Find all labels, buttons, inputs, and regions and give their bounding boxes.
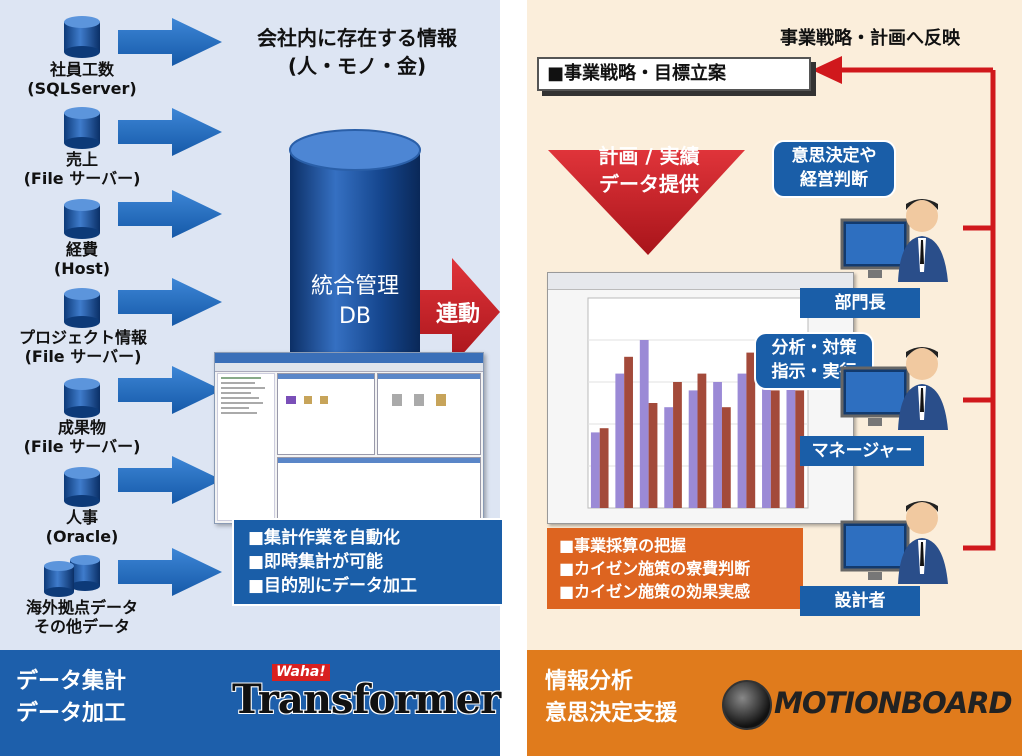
flow-pane <box>377 373 481 455</box>
chart-bar <box>762 365 771 508</box>
chart-bar <box>639 340 649 508</box>
chart-bar <box>624 356 633 508</box>
bar-chart <box>587 297 809 509</box>
left-footer-line1: データ集計 <box>16 669 127 694</box>
right-footer-line2: 意思決定支援 <box>545 701 678 726</box>
person-at-monitor-icon <box>840 347 948 430</box>
plan-arrow-line2: データ提供 <box>599 172 699 196</box>
source-label: 経費 (Host) <box>53 240 111 278</box>
database-icon <box>64 467 100 507</box>
chart-bar <box>615 373 625 508</box>
link-label: 連動 <box>436 302 481 327</box>
plan-arrow-line1: 計画 / 実績 <box>598 144 700 168</box>
role-label: 部門長 <box>800 288 920 318</box>
source-label: プロジェクト情報 (File サーバー) <box>18 328 147 366</box>
chart-bar <box>673 382 682 508</box>
chart-bar <box>648 403 658 508</box>
feature-item: ■事業採算の把握 <box>559 536 687 555</box>
feature-item: ■集計作業を自動化 <box>248 528 401 548</box>
right-footer <box>527 650 1022 756</box>
bubble-line1: 分析・対策 <box>771 338 857 358</box>
database-cluster-icon <box>44 555 100 597</box>
strategy-reflect-label: 事業戦略・計画へ反映 <box>780 28 960 49</box>
left-footer-title: データ集計 データ加工 <box>16 666 126 730</box>
feedback-arrowhead <box>812 56 842 84</box>
chart-bar <box>746 352 756 508</box>
chart-bar <box>688 390 698 508</box>
source-arrows <box>118 18 222 596</box>
speech-bubble: 意思決定や 経営判断 <box>772 140 896 198</box>
source-label: 海外拠点データ その他データ <box>25 598 138 636</box>
chart-bar <box>795 390 805 508</box>
chart-bar <box>599 428 609 508</box>
db-label-line2: DB <box>338 304 372 329</box>
right-footer-line1: 情報分析 <box>545 669 634 694</box>
chart-bar <box>786 373 796 508</box>
chart-bar <box>721 407 731 508</box>
chart-bar <box>590 432 600 508</box>
person-at-monitor-icon <box>840 199 948 282</box>
motionboard-logo-text: MOTIONBOARD <box>774 686 1013 720</box>
database-icon <box>64 288 100 328</box>
role-label: 設計者 <box>800 586 920 616</box>
source-label: 売上 (File サーバー) <box>23 150 141 188</box>
window-toolbar <box>215 363 483 372</box>
plan-arrow-label: 計画 / 実績 データ提供 <box>590 142 708 198</box>
flow-pane <box>277 373 375 455</box>
logo-big-text: Transformer <box>232 676 501 723</box>
transformer-logo: Waha! Transformer <box>232 664 501 734</box>
role-label: マネージャー <box>800 436 924 466</box>
transformer-window <box>214 352 484 524</box>
logo-small-text: Waha! <box>272 664 330 681</box>
chart-bar <box>770 390 780 508</box>
left-footer <box>0 650 500 756</box>
motionboard-logo-icon <box>722 680 772 730</box>
database-icon <box>64 378 100 418</box>
feature-item: ■カイゼン施策の効果実感 <box>559 582 751 601</box>
source-label: 人事 (Oracle) <box>45 508 119 546</box>
feature-item: ■目的別にデータ加工 <box>248 576 418 596</box>
company-info-line2: (人・モノ・金) <box>287 54 427 78</box>
right-feature-box: ■事業採算の把握 ■カイゼン施策の寮費判断 ■カイゼン施策の効果実感 <box>547 528 803 609</box>
right-footer-title: 情報分析 意思決定支援 <box>545 666 677 730</box>
chart-bar <box>713 382 722 508</box>
database-icon <box>64 199 100 239</box>
company-info: 会社内に存在する情報 (人・モノ・金) <box>232 24 482 80</box>
database-icon <box>64 16 100 58</box>
window-titlebar <box>215 353 483 363</box>
chart-bar <box>737 373 747 508</box>
left-feature-box: ■集計作業を自動化 ■即時集計が可能 ■目的別にデータ加工 <box>232 518 504 606</box>
flow-pane <box>277 457 481 521</box>
strategy-box: ■事業戦略・目標立案 <box>537 57 811 91</box>
source-label: 社員工数 (SQLServer) <box>27 60 137 98</box>
feature-item: ■カイゼン施策の寮費判断 <box>559 559 751 578</box>
chart-bar <box>697 373 707 508</box>
left-footer-line2: データ加工 <box>16 701 127 726</box>
feature-item: ■即時集計が可能 <box>248 552 384 572</box>
bubble-line2: 経営判断 <box>800 170 868 190</box>
bubble-line2: 指示・実行 <box>771 362 857 382</box>
company-info-line1: 会社内に存在する情報 <box>257 26 457 50</box>
bubble-line1: 意思決定や <box>791 146 877 166</box>
link-arrow <box>420 258 500 366</box>
feedback-lines <box>840 67 996 551</box>
chart-toolbar <box>548 273 853 290</box>
plan-data-arrow <box>548 150 745 255</box>
tree-pane <box>217 373 275 521</box>
source-label: 成果物 (File サーバー) <box>23 418 141 456</box>
chart-bar <box>664 407 674 508</box>
database-icon <box>64 107 100 149</box>
db-label-line1: 統合管理 <box>310 274 399 299</box>
person-at-monitor-icon <box>840 501 948 584</box>
db-label: 統合管理 DB <box>290 272 420 332</box>
